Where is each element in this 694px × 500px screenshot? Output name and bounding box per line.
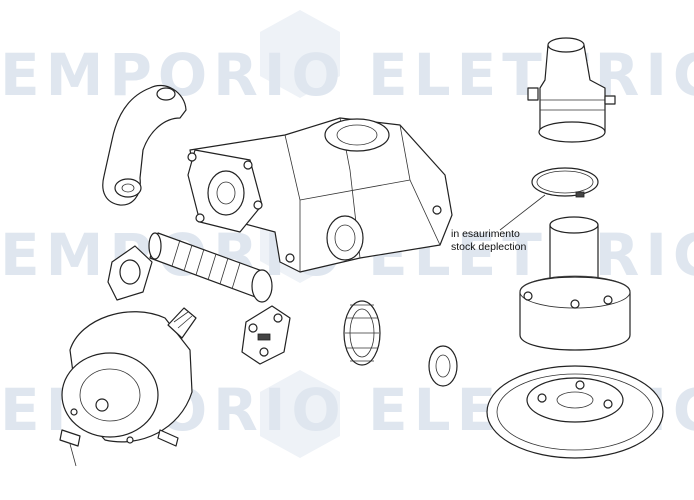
small-gear-part xyxy=(343,300,381,366)
stock-note-line-italian: in esaurimento xyxy=(451,228,520,240)
screw-part xyxy=(59,429,81,467)
worm-shaft-part xyxy=(148,232,273,303)
coupling-head-part xyxy=(527,37,616,143)
electric-motor-part xyxy=(61,307,197,447)
bracket-plate-part xyxy=(241,305,291,365)
bearing-part xyxy=(428,345,458,387)
large-gear-part xyxy=(486,365,664,459)
flange-plate-part xyxy=(107,245,153,301)
callout-leader-line xyxy=(499,194,546,231)
shaft-hub-part xyxy=(519,216,631,351)
stock-note-callout: in esaurimento stock deplection xyxy=(451,228,526,253)
retaining-ring-part xyxy=(531,167,599,198)
curved-arm-part xyxy=(102,84,187,206)
gearbox-housing-part xyxy=(187,117,453,273)
stock-note-line-english: stock deplection xyxy=(451,240,527,253)
